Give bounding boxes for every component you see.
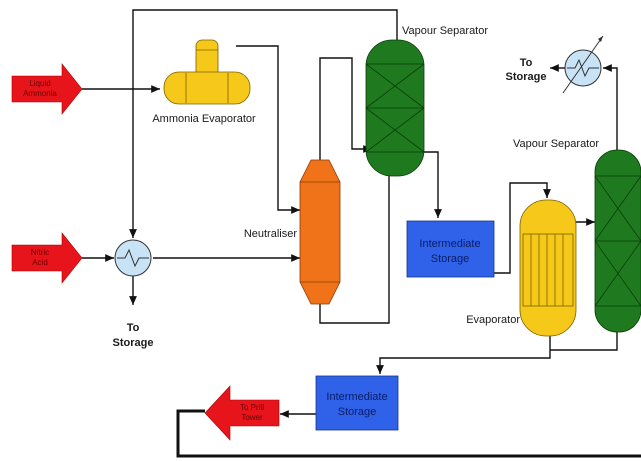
ammonia-evaporator-label: Ammonia Evaporator (152, 113, 256, 125)
nitric-acid-line1: Nitric (31, 248, 49, 257)
pipe-evaporator-to-neutraliser (236, 45, 300, 214)
evaporator-label: Evaporator (466, 314, 520, 326)
to-storage-bottom-line2: Storage (113, 337, 154, 349)
intermediate-storage-1-line1: Intermediate (419, 238, 480, 250)
intermediate-storage-2-line2: Storage (338, 406, 377, 418)
pipe-neutraliser-to-separator (319, 57, 372, 160)
vapour-separator-2-label: Vapour Separator (513, 138, 599, 150)
neutraliser-label: Neutraliser (244, 228, 298, 240)
evaporator (519, 199, 577, 337)
pipe-separator2-bottom (550, 332, 618, 351)
vapour-separator-1-label: Vapour Separator (402, 25, 488, 37)
pipe-vapour-loop (129, 9, 398, 238)
neutraliser (299, 159, 341, 305)
pipe-separator2-to-condenser (603, 64, 618, 150)
nitric-acid-arrow: Nitric Acid (11, 232, 83, 284)
condenser-exchanger-icon (562, 35, 604, 94)
to-prill-tower-line1: To Prill (240, 403, 264, 412)
to-prill-tower-arrow: To Prill Tower (204, 385, 280, 441)
pipe-separator-return (319, 176, 390, 324)
nitric-heat-exchanger-icon (114, 239, 152, 277)
pipe-prill-loop (176, 409, 641, 458)
ammonia-evaporator (163, 39, 251, 105)
vapour-separator-2 (594, 149, 641, 333)
intermediate-storage-2-line1: Intermediate (326, 391, 387, 403)
intermediate-storage-1: Intermediate Storage (406, 220, 495, 278)
intermediate-storage-2: Intermediate Storage (315, 375, 399, 431)
liquid-ammonia-arrow: Liquid Ammonia (11, 63, 83, 115)
liquid-ammonia-line2: Ammonia (23, 89, 57, 98)
liquid-ammonia-line1: Liquid (29, 79, 50, 88)
pipe-separator-to-storage (418, 151, 442, 218)
vapour-separator-1 (365, 39, 425, 177)
to-storage-bottom-line1: To (127, 322, 140, 334)
pipe-storage-to-evaporator (494, 182, 551, 274)
intermediate-storage-1-line2: Storage (431, 253, 470, 265)
to-prill-tower-line2: Tower (241, 413, 263, 422)
to-storage-top-line2: Storage (506, 71, 547, 83)
to-storage-top-line1: To (520, 57, 533, 69)
pipe-evaporator-to-storage2 (376, 335, 551, 374)
nitric-acid-line2: Acid (32, 258, 48, 267)
